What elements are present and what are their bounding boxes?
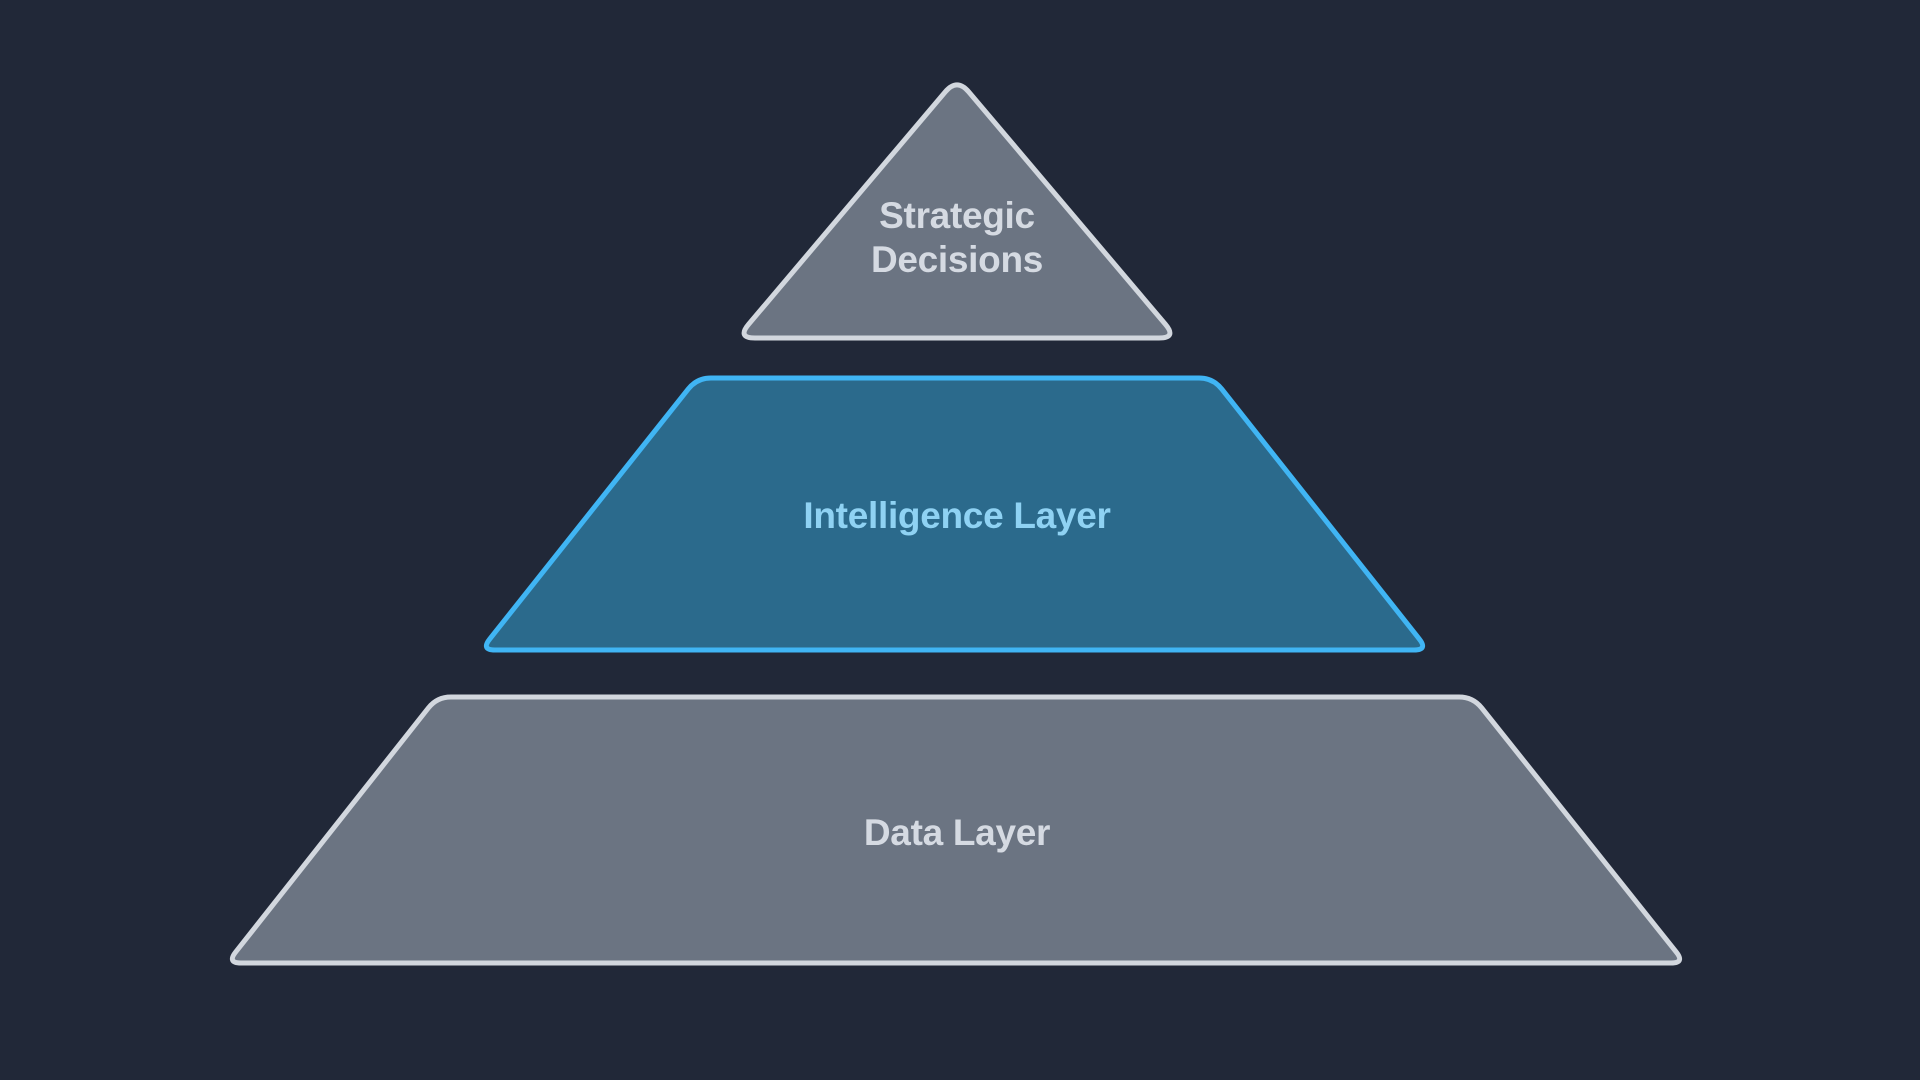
strategic-decisions-shape bbox=[741, 82, 1173, 341]
data-layer-label: Data Layer bbox=[864, 812, 1050, 853]
pyramid-layer-intelligence: Intelligence Layer bbox=[483, 375, 1426, 653]
intelligence-layer-shape bbox=[483, 375, 1426, 653]
data-layer-shape bbox=[229, 694, 1683, 966]
pyramid-layer-strategic-decisions: Strategic Decisions bbox=[741, 82, 1173, 341]
strategic-decisions-label-line1: Strategic bbox=[879, 195, 1035, 236]
intelligence-layer-label: Intelligence Layer bbox=[803, 495, 1110, 536]
pyramid-layer-data: Data Layer bbox=[229, 694, 1683, 966]
strategic-decisions-label-line2: Decisions bbox=[871, 239, 1043, 280]
